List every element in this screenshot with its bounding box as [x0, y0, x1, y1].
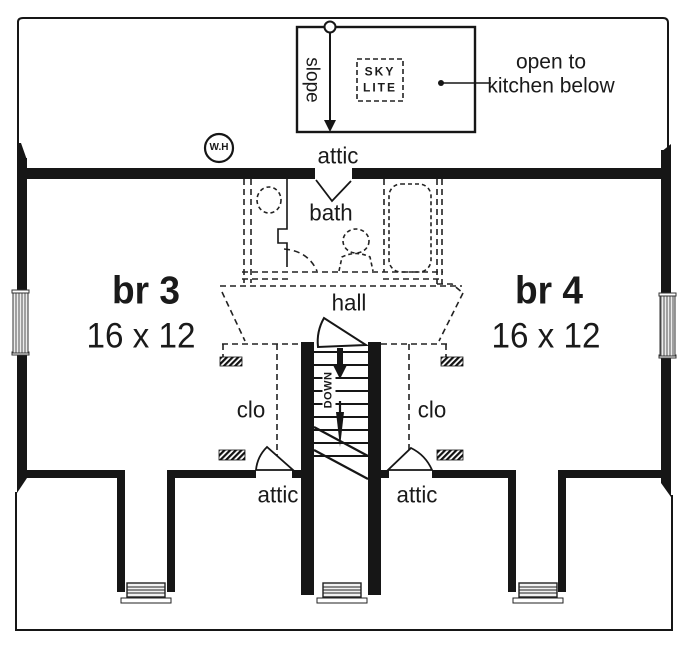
dashed-partitions — [220, 179, 464, 468]
skylite-line-2: LITE — [363, 80, 397, 94]
knee-wall-stubs — [218, 356, 464, 461]
attic-top-label: attic — [317, 142, 359, 169]
window-left — [12, 292, 29, 354]
open-to-kitchen-callout: open to kitchen below — [487, 50, 614, 97]
slope-label: slope — [301, 57, 323, 103]
chase-wall — [277, 179, 288, 267]
windows — [11, 289, 677, 604]
water-heater-label: W.H — [209, 142, 229, 153]
water-heater-circle — [203, 132, 235, 164]
closet-left-label: clo — [236, 396, 266, 423]
bath-label: bath — [309, 199, 353, 226]
window-bottom-right — [512, 582, 564, 604]
toilet — [256, 186, 282, 214]
bathtub — [388, 183, 432, 273]
hall-label: hall — [331, 289, 367, 316]
bath-fixtures — [256, 183, 432, 273]
doors — [255, 179, 434, 471]
skylight-box — [295, 20, 491, 134]
bedroom4-door — [385, 446, 434, 471]
down-arrow — [333, 348, 347, 447]
bedroom4-name: br 4 — [515, 269, 583, 313]
callout-line-2: kitchen below — [487, 74, 615, 97]
skylite-label: SKY LITE — [363, 64, 397, 95]
stairs-down-label: DOWN — [322, 371, 336, 409]
slope-arrow-origin — [323, 20, 337, 34]
walls — [17, 143, 671, 595]
stair-door — [316, 316, 370, 349]
roof-outline — [15, 17, 673, 631]
bedroom4-dimensions: 16 x 12 — [491, 316, 601, 356]
attic-bottom-left-label: attic — [257, 481, 299, 508]
sink-pedestal — [338, 252, 374, 272]
slope-arrowhead — [324, 120, 336, 132]
window-bottom-left — [120, 582, 172, 604]
skylite-line-1: SKY — [364, 64, 396, 79]
window-bottom-center — [316, 582, 368, 604]
bedroom3-name: br 3 — [112, 269, 180, 313]
skylite-outline — [356, 58, 404, 102]
attic-bottom-right-label: attic — [396, 481, 438, 508]
bedroom3-dimensions: 16 x 12 — [86, 316, 196, 356]
stair-break-lines — [313, 426, 369, 480]
attic-access-door — [315, 179, 352, 203]
bedroom3-door — [255, 445, 296, 471]
callout-line-1: open to — [515, 50, 587, 74]
window-right — [659, 295, 676, 357]
closet-right-label: clo — [417, 396, 447, 423]
sink — [342, 228, 370, 254]
